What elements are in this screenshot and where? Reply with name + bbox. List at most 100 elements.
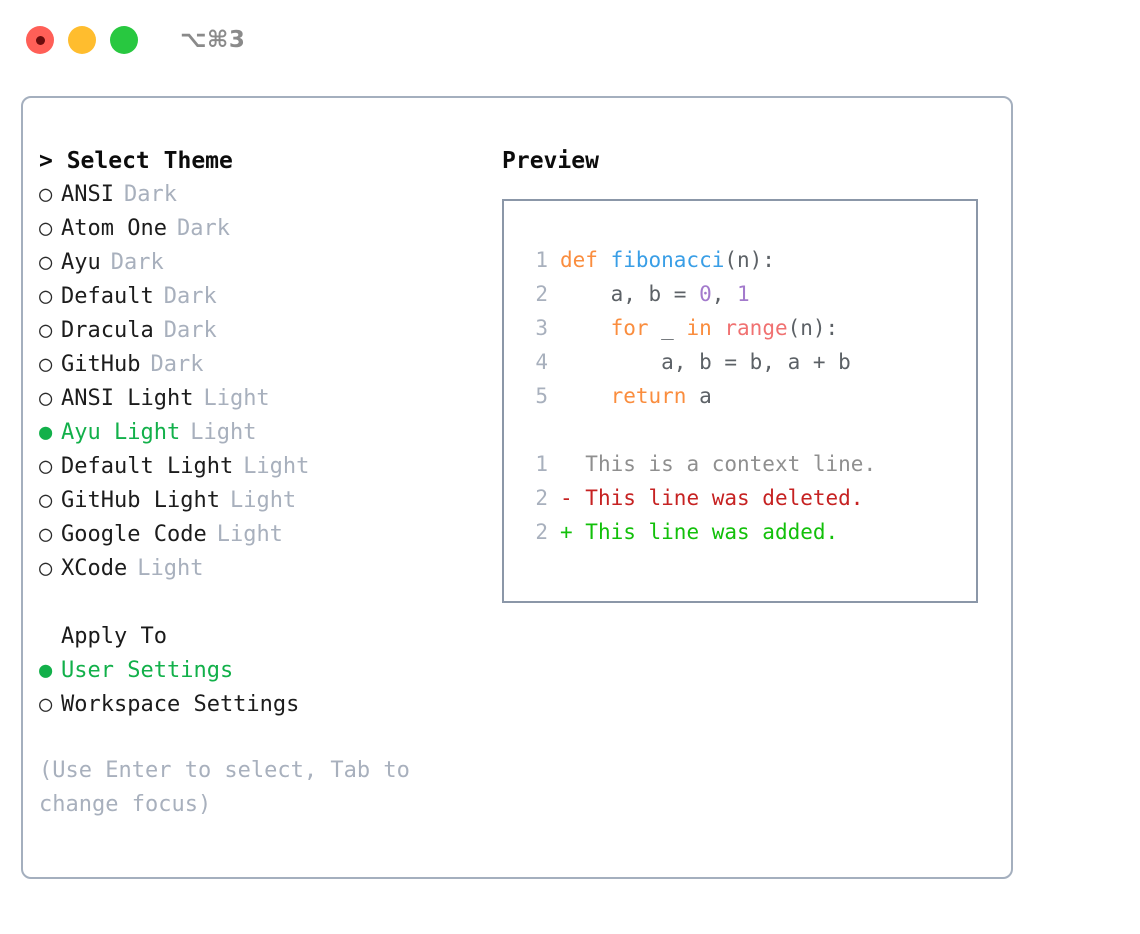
keyboard-hint-text: (Use Enter to select, Tab to change focu… <box>39 758 424 817</box>
diff-marker: - <box>560 486 586 510</box>
radio-unselected-icon: ○ <box>39 216 53 241</box>
theme-option-name: Ayu Light <box>61 420 181 445</box>
apply-to-option-user-settings[interactable]: ●User Settings <box>39 654 489 688</box>
theme-option-name: GitHub <box>61 352 141 377</box>
code-line-content: def fibonacci(n): <box>560 243 775 277</box>
apply-to-option-name: User Settings <box>61 658 234 683</box>
theme-option-name: Default Light <box>61 454 234 479</box>
code-line-content: a, b = b, a + b <box>560 345 851 379</box>
code-token: range <box>724 316 788 340</box>
theme-option-github-light[interactable]: ○ GitHub Light Light <box>39 484 489 518</box>
code-line: 4 a, b = b, a + b <box>522 345 976 379</box>
diff-marker: + <box>560 520 586 544</box>
diff-text: This line was added. <box>585 520 839 544</box>
window-title: ⌥⌘3 <box>180 27 246 53</box>
diff-marker <box>560 452 585 476</box>
code-spacer <box>522 413 976 447</box>
apply-to-option-workspace-settings[interactable]: ○ Workspace Settings <box>39 688 489 722</box>
theme-option-name: Dracula <box>61 318 154 343</box>
code-token: (n): <box>724 248 775 272</box>
code-token: return <box>560 384 700 408</box>
theme-option-name: Google Code <box>61 522 207 547</box>
preview-header: Preview <box>502 148 599 174</box>
diff-line-content: + This line was added. <box>560 515 838 549</box>
code-token: 0 <box>699 282 712 306</box>
code-line-number: 1 <box>535 248 548 272</box>
radio-unselected-icon: ○ <box>39 284 53 309</box>
radio-unselected-icon: ○ <box>39 556 53 581</box>
theme-option-kind: Light <box>203 386 270 411</box>
diff-line-content: - This line was deleted. <box>560 481 863 515</box>
theme-option-name: Default <box>61 284 154 309</box>
close-window-button[interactable] <box>26 26 54 54</box>
radio-unselected-icon: ○ <box>39 352 53 377</box>
theme-option-atom-one[interactable]: ○ Atom One Dark <box>39 212 489 246</box>
apply-to-list[interactable]: ●User Settings ○ Workspace Settings <box>39 654 489 722</box>
apply-to-option-name: Workspace Settings <box>61 692 300 717</box>
code-token: def <box>560 248 611 272</box>
code-line: 5 return a <box>522 379 976 413</box>
code-line-number: 5 <box>535 384 548 408</box>
code-token: in <box>686 316 725 340</box>
radio-unselected-icon: ○ <box>39 386 53 411</box>
code-line-content: return a <box>560 379 712 413</box>
theme-option-kind: Light <box>190 420 257 445</box>
code-line: 2 a, b = 0, 1 <box>522 277 976 311</box>
code-line-content: a, b = 0, 1 <box>560 277 750 311</box>
theme-option-kind: Light <box>137 556 204 581</box>
theme-option-name: Atom One <box>61 216 167 241</box>
diff-text: This line was deleted. <box>585 486 864 510</box>
theme-option-dracula[interactable]: ○ Dracula Dark <box>39 314 489 348</box>
apply-to-label: Apply To <box>61 624 167 649</box>
code-token: for <box>560 316 662 340</box>
apply-to-section: Apply To ●User Settings ○ Workspace Settin… <box>39 620 489 722</box>
radio-selected-icon: ● <box>39 420 53 445</box>
radio-unselected-icon: ○ <box>39 318 53 343</box>
minimize-window-button[interactable] <box>68 26 96 54</box>
theme-option-ansi-light[interactable]: ○ ANSI Light Light <box>39 382 489 416</box>
recording-indicator-icon <box>35 35 45 45</box>
code-token: _ <box>661 316 687 340</box>
code-line-number: 3 <box>535 316 548 340</box>
select-theme-header: > Select Theme <box>39 148 233 174</box>
code-token: a <box>699 384 712 408</box>
window-titlebar: ⌥⌘3 <box>0 0 1140 80</box>
theme-option-kind: Dark <box>150 352 204 377</box>
theme-option-kind: Light <box>229 488 297 513</box>
traffic-light-group <box>26 26 138 54</box>
radio-unselected-icon: ○ <box>39 488 53 513</box>
code-line-content: for _ in range(n): <box>560 311 839 345</box>
theme-option-name: GitHub Light <box>61 488 220 513</box>
theme-option-kind: Dark <box>176 216 230 241</box>
diff-line-number: 2 <box>535 486 548 510</box>
maximize-window-button[interactable] <box>110 26 138 54</box>
code-token: a, b = b, a + b <box>560 350 851 374</box>
theme-option-github[interactable]: ○ GitHub Dark <box>39 348 489 382</box>
code-line-number: 2 <box>535 282 548 306</box>
theme-option-name: ANSI Light <box>61 386 194 411</box>
code-token: (n): <box>787 316 839 340</box>
theme-option-kind: Dark <box>163 318 217 343</box>
radio-unselected-icon: ○ <box>39 692 53 717</box>
theme-option-name: Ayu <box>61 250 101 275</box>
theme-option-name: ANSI <box>61 182 114 207</box>
diff-line-number: 1 <box>535 452 548 476</box>
code-line: 1 def fibonacci(n): <box>522 243 976 277</box>
code-token: fibonacci <box>610 248 725 272</box>
diff-line-content: This is a context line. <box>560 447 876 481</box>
theme-option-ayu-light[interactable]: ● Ayu Light Light <box>39 416 489 450</box>
diff-line: 2- This line was deleted. <box>522 481 976 515</box>
